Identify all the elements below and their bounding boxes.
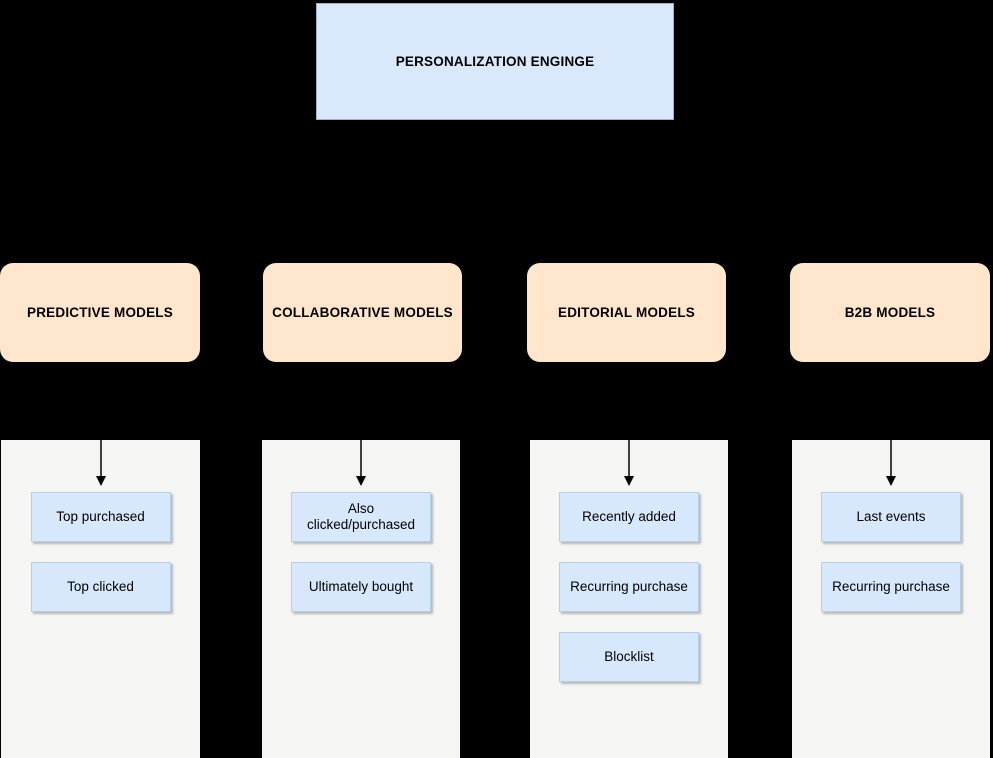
- category-node-collaborative-models: COLLABORATIVE MODELS: [263, 263, 462, 362]
- model-item-recurring-purchase: Recurring purchase: [821, 562, 961, 612]
- arrow-line: [99, 440, 102, 477]
- model-item-label: Top clicked: [67, 579, 134, 594]
- arrow-head: [886, 476, 896, 486]
- down-arrow-icon: [886, 440, 896, 486]
- model-item-label: Also clicked/purchased: [306, 501, 416, 532]
- down-arrow-icon: [356, 440, 366, 486]
- arrow-line: [360, 440, 362, 477]
- group-collaborative-models: Also clicked/purchased Ultimately bought: [262, 440, 460, 758]
- model-item-last-events: Last events: [821, 492, 961, 542]
- group-predictive-models: Top purchased Top clicked: [1, 440, 200, 758]
- arrow-head: [95, 476, 106, 486]
- model-item-top-clicked: Top clicked: [30, 562, 171, 612]
- model-item-label: Top purchased: [56, 509, 145, 524]
- model-item-ultimately-bought: Ultimately bought: [291, 562, 431, 612]
- category-node-editorial-models: EDITORIAL MODELS: [527, 263, 726, 362]
- down-arrow-icon: [95, 440, 106, 486]
- arrow-head: [624, 476, 634, 486]
- category-label: B2B MODELS: [844, 305, 936, 320]
- root-node-personalization-engine: PERSONALIZATION ENGINGE: [316, 3, 674, 120]
- model-item-blocklist: Blocklist: [559, 632, 699, 682]
- model-item-label: Last events: [856, 509, 926, 524]
- model-item-also-clicked-purchased: Also clicked/purchased: [291, 492, 431, 542]
- model-item-label: Recurring purchase: [832, 579, 950, 594]
- category-label: EDITORIAL MODELS: [558, 305, 695, 320]
- down-arrow-icon: [624, 440, 634, 486]
- model-item-label: Blocklist: [604, 649, 654, 664]
- model-item-recently-added: Recently added: [559, 492, 699, 542]
- group-editorial-models: Recently added Recurring purchase Blockl…: [530, 440, 728, 758]
- category-label: COLLABORATIVE MODELS: [272, 305, 453, 320]
- model-item-label: Ultimately bought: [308, 579, 414, 594]
- arrow-head: [356, 476, 366, 486]
- model-item-recurring-purchase: Recurring purchase: [559, 562, 699, 612]
- category-label: PREDICTIVE MODELS: [27, 305, 173, 320]
- category-node-predictive-models: PREDICTIVE MODELS: [0, 263, 200, 362]
- model-item-label: Recurring purchase: [570, 579, 688, 594]
- arrow-line: [890, 440, 892, 477]
- arrow-line: [628, 440, 630, 477]
- category-node-b2b-models: B2B MODELS: [790, 263, 990, 362]
- model-item-top-purchased: Top purchased: [30, 492, 171, 542]
- group-b2b-models: Last events Recurring purchase: [792, 440, 990, 758]
- model-item-label: Recently added: [582, 509, 676, 524]
- root-node-label: PERSONALIZATION ENGINGE: [395, 54, 595, 69]
